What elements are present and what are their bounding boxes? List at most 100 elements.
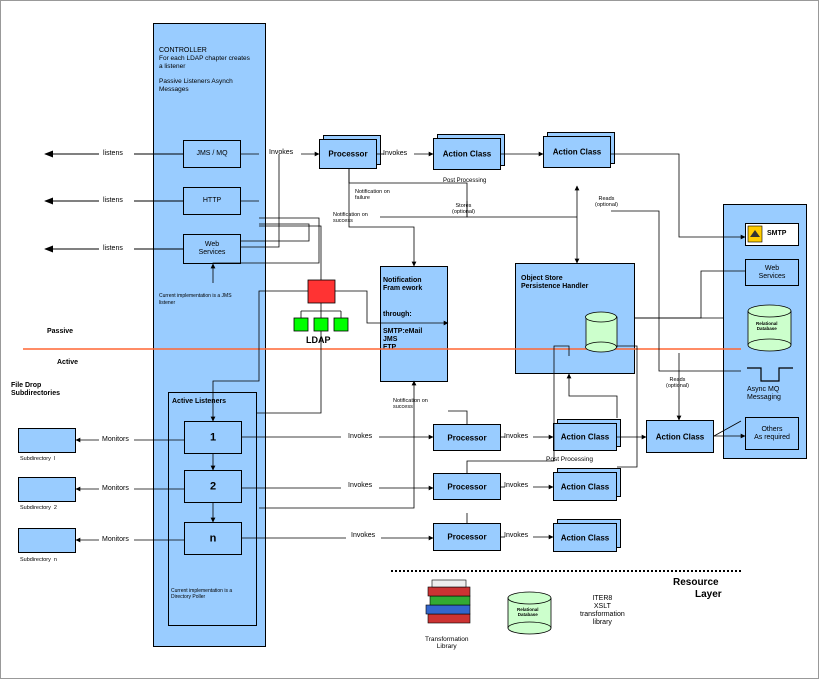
invokes-label-n: Invokes [351,532,376,539]
action-class-1: Action Class [553,423,617,451]
processor-1-label: Processor [447,432,487,442]
others-resource-label: Others As required [754,425,790,441]
object-store-title: Object Store Persistence Handler [521,275,589,291]
processor-1: Processor [433,424,501,451]
ldap-links [210,225,449,422]
passive-listeners-title-2: Messages [159,86,189,93]
processor-top: Processor [319,139,377,169]
web-services-resource: Web Services [745,259,799,286]
invokes-label-1: Invokes [348,433,373,440]
web-services-resource-label: Web Services [758,264,786,280]
async-mq-icon [747,367,793,382]
invokes-label-passive: Invokes [269,149,294,156]
active-label: Active [57,359,79,366]
ldap-tree [293,279,349,332]
passive-label: Passive [47,328,74,335]
active-listener-n-label: n [209,532,217,545]
controller-subtitle-1: For each LDAP chapter creates [159,55,250,62]
listens-label-1: listens [103,150,123,157]
transformation-library-label: Transformation Library [425,636,469,651]
notification-success-note: Notification on success [333,212,368,225]
listens-label-2: listens [103,197,123,204]
action-class-2: Action Class [553,472,617,501]
subdirectory-2-label: Subdirectory 2 [20,505,57,511]
resource-layer-title-1: Resource [673,577,719,588]
jms-mq-label: JMS / MQ [196,149,228,157]
action-class-top-1: Action Class [433,138,501,170]
monitors-label-2: Monitors [102,485,129,492]
others-resource: Others As required [745,417,799,450]
invokes-label-top: Invokes [383,150,408,157]
active-listener-1: 1 [184,421,242,454]
active-listeners-title: Active Listeners [172,398,227,405]
notification-success-note-2: Notification on success [393,398,428,411]
http-label: HTTP [202,196,222,204]
notification-failure-note: Notification on failure [355,189,390,202]
processor-2: Processor [433,473,501,500]
monitors-label-n: Monitors [102,536,129,543]
invokes-label-action-2: Invokes [504,482,529,489]
subdirectory-n [18,528,76,553]
invokes-label-action-1: Invokes [504,433,529,440]
controller-title: CONTROLLER [159,47,207,54]
relational-db-cylinder [507,591,552,635]
web-services-listener: Web Services [183,234,241,264]
web-services-label: Web Services [198,240,226,256]
action-class-right-label: Action Class [655,431,705,441]
action-class-n-label: Action Class [560,532,610,542]
stores-note: Stores (optional) [452,203,475,216]
file-drop-title: File Drop Subdirectories [11,382,61,398]
books-icon [425,579,471,624]
action-class-top-1-label: Action Class [442,149,492,159]
controller-subtitle-2: a listener [159,63,186,70]
reads-top-note: Reads (optional) [595,196,618,209]
resource-layer-title-2: Layer [695,589,722,600]
action-class-2-label: Action Class [560,481,610,491]
action-class-n: Action Class [553,523,617,552]
http-listener: HTTP [183,187,241,215]
smtp-label: SMTP [767,230,787,237]
reads-bottom-note: Reads (optional) [666,377,689,390]
subdirectory-2 [18,477,76,502]
object-store-cylinder [585,311,618,353]
notification-through: through: [383,311,412,318]
action-class-right: Action Class [646,420,714,453]
smtp-mail-icon [747,225,763,243]
jms-mq-listener: JMS / MQ [183,140,241,168]
controller-impl-note-2: listener [159,300,176,306]
processor-n: Processor [433,523,501,551]
notification-channels: SMTP:eMail JMS FTP [383,328,423,352]
controller-impl-note-1: Current implementation is a JMS [159,293,232,299]
action-class-top-2: Action Class [543,136,611,168]
subdirectory-n-label: Subdirectory n [20,557,57,563]
active-listener-2: 2 [184,470,242,503]
passive-listeners-title-1: Passive Listeners Asynch [159,78,233,85]
async-mq-label: Async MQ Messaging [747,386,781,402]
active-listener-1-label: 1 [209,431,217,444]
processor-n-label: Processor [447,532,487,542]
subdirectory-1-label: Subdirectory l [20,456,56,462]
relational-db-resource-cylinder [747,304,792,352]
listens-label-3: listens [103,245,123,252]
active-listener-n: n [184,522,242,555]
processor-top-label: Processor [328,149,368,159]
relational-db-label: Relational Database [517,607,539,618]
notification-framework-title: Notification Fram ework [383,277,423,293]
monitors-label-1: Monitors [102,436,129,443]
listen-arrows [44,150,183,253]
action-class-1-label: Action Class [560,432,610,442]
ldap-label: LDAP [306,335,331,345]
passive-connectors [210,151,746,439]
invokes-label-2: Invokes [348,482,373,489]
active-listeners-impl-note: Current implementation is a Directory Po… [171,588,233,600]
post-processing-active: Post Processing [546,456,593,463]
invokes-label-action-n: Invokes [504,532,529,539]
active-connectors [75,345,647,543]
post-processing-top: Post Processing [443,178,487,184]
action-class-top-2-label: Action Class [552,147,602,157]
processor-2-label: Processor [447,481,487,491]
relational-resource-label: Relational Database [756,321,778,332]
iter8-library-label: ITER8 XSLT transformation library [580,595,625,627]
